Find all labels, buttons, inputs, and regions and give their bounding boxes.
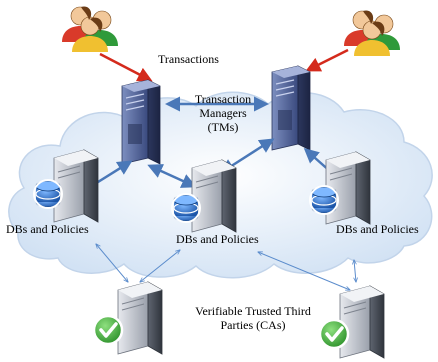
tm-label-line3: (TMs) xyxy=(207,120,239,134)
db-ttp-link xyxy=(354,260,356,282)
tm-label-line1: Transaction xyxy=(194,92,252,106)
users-group-icon xyxy=(62,6,118,52)
db-label-left: DBs and Policies xyxy=(6,222,89,236)
database-disk-icon xyxy=(309,185,339,215)
check-badge-icon xyxy=(92,314,124,346)
transactions-label: Transactions xyxy=(158,52,219,66)
database-disk-icon xyxy=(33,179,63,209)
transaction-arrow-right xyxy=(305,48,349,72)
users-group-icon xyxy=(344,10,400,56)
transaction-arrow-left xyxy=(99,52,153,82)
database-disk-icon xyxy=(171,193,201,223)
ttp-label-line2: Parties (CAs) xyxy=(220,318,286,332)
verified-server-icon xyxy=(92,281,163,355)
transaction-manager-server-icon xyxy=(121,79,161,165)
db-ttp-link xyxy=(96,244,128,282)
ttp-label: Verifiable Trusted Third Parties (CAs) xyxy=(168,304,338,332)
tm-db-arrow xyxy=(147,164,197,188)
tm-label-line2: Managers xyxy=(199,106,247,120)
db-label-middle: DBs and Policies xyxy=(176,232,259,246)
tm-label: Transaction Managers (TMs) xyxy=(180,92,266,134)
db-ttp-link xyxy=(140,250,180,282)
transaction-manager-server-icon xyxy=(271,65,311,151)
db-ttp-link xyxy=(258,252,350,290)
ttp-label-line1: Verifiable Trusted Third xyxy=(195,304,311,318)
db-label-right: DBs and Policies xyxy=(336,222,419,236)
